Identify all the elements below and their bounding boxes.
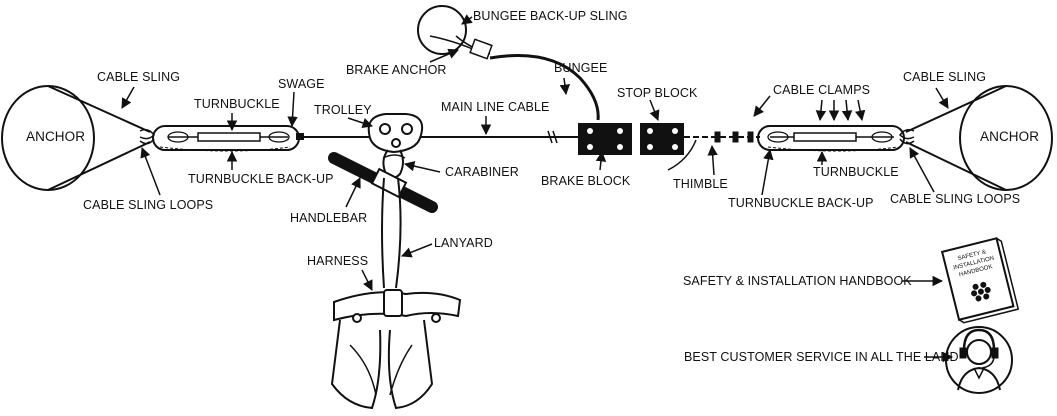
main-line-cable [300, 130, 578, 144]
harness [330, 289, 462, 410]
label-brake-block: BRAKE BLOCK [541, 174, 631, 188]
label-cable-clamps: CABLE CLAMPS [773, 83, 871, 97]
label-cable-sling-right: CABLE SLING [903, 70, 987, 84]
handbook-icon: SAFETY & INSTALLATION HANDBOOK [940, 237, 1020, 324]
stop-block [640, 123, 684, 155]
label-cable-sling-left: CABLE SLING [97, 70, 181, 84]
label-anchor-left: ANCHOR [26, 129, 86, 144]
label-cable-sling-loops-left: CABLE SLING LOOPS [83, 198, 214, 212]
bungee [489, 54, 600, 121]
brake-block [578, 123, 632, 155]
label-handlebar: HANDLEBAR [290, 211, 368, 225]
label-turnbuckle-back-up-left: TURNBUCKLE BACK-UP [188, 172, 334, 186]
label-turnbuckle-back-up-right: TURNBUCKLE BACK-UP [728, 196, 874, 210]
label-bungee-back-up-sling: BUNGEE BACK-UP SLING [473, 9, 628, 23]
brake-anchor [417, 5, 493, 60]
leader-arrows [121, 14, 954, 363]
label-bungee: BUNGEE [554, 61, 608, 75]
label-customer-service: BEST CUSTOMER SERVICE IN ALL THE LAND [684, 350, 959, 364]
left-anchor [1, 85, 151, 191]
label-lanyard: LANYARD [434, 236, 493, 250]
trolley [367, 113, 424, 154]
label-main-line-cable: MAIN LINE CABLE [441, 100, 550, 114]
right-turnbuckle-assembly [757, 125, 905, 152]
label-stop-block: STOP BLOCK [617, 86, 698, 100]
label-brake-anchor: BRAKE ANCHOR [346, 63, 447, 77]
label-anchor-right: ANCHOR [980, 129, 1040, 144]
left-cable-sling-loops [139, 128, 155, 145]
label-harness: HARNESS [307, 254, 369, 268]
label-safety-handbook: SAFETY & INSTALLATION HANDBOOK [683, 274, 912, 288]
label-swage: SWAGE [278, 77, 325, 91]
right-anchor [905, 85, 1053, 191]
label-thimble: THIMBLE [673, 177, 728, 191]
lanyard [381, 177, 402, 289]
label-turnbuckle-right: TURNBUCKLE [813, 165, 899, 179]
left-turnbuckle-assembly [152, 125, 300, 152]
label-carabiner: CARABINER [445, 165, 519, 179]
label-trolley: TROLLEY [314, 103, 372, 117]
right-cable [667, 131, 760, 171]
label-turnbuckle-left: TURNBUCKLE [194, 97, 280, 111]
right-cable-sling-loops [899, 128, 915, 145]
label-cable-sling-loops-right: CABLE SLING LOOPS [890, 192, 1021, 206]
